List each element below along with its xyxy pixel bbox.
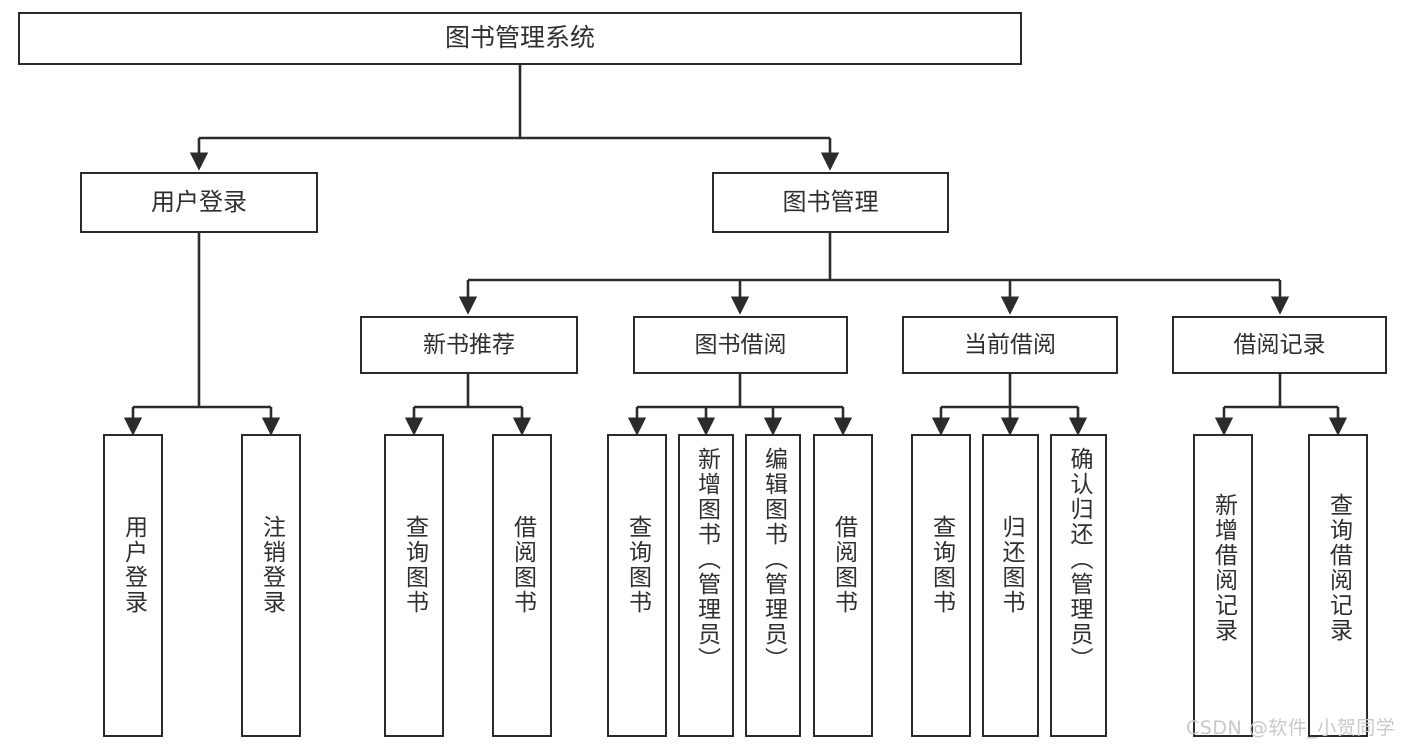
node-leaf-current-return-book-label: 归还图书 [998, 515, 1024, 615]
node-leaf-record-query-label: 查询借阅记录 [1325, 493, 1352, 643]
node-current-borrow[interactable]: 当前借阅 [902, 316, 1118, 374]
node-leaf-user-logout-label: 注销登录 [258, 515, 285, 615]
node-leaf-rec-borrow-book[interactable]: 借阅图书 [492, 434, 552, 737]
node-leaf-user-logout[interactable]: 注销登录 [241, 434, 301, 737]
node-leaf-record-add[interactable]: 新增借阅记录 [1193, 434, 1253, 737]
node-new-book-recommend[interactable]: 新书推荐 [360, 316, 578, 374]
node-leaf-borrow-edit-book-label: 编辑图书（管理员） [760, 447, 787, 672]
node-leaf-rec-query-book[interactable]: 查询图书 [384, 434, 444, 737]
node-root-label: 图书管理系统 [444, 23, 595, 53]
node-book-manage-label: 图书管理 [782, 187, 879, 216]
node-leaf-record-query[interactable]: 查询借阅记录 [1308, 434, 1368, 737]
node-leaf-rec-borrow-book-label: 借阅图书 [509, 515, 536, 615]
node-leaf-borrow-edit-book[interactable]: 编辑图书（管理员） [745, 434, 801, 737]
node-leaf-current-confirm-return[interactable]: 确认归还（管理员） [1050, 434, 1107, 737]
node-borrow-record[interactable]: 借阅记录 [1172, 316, 1387, 374]
node-leaf-user-login-label: 用户登录 [120, 515, 147, 615]
node-leaf-borrow-query-book-label: 查询图书 [624, 515, 651, 615]
node-leaf-current-confirm-return-label: 确认归还（管理员） [1066, 447, 1092, 672]
node-book-borrow[interactable]: 图书借阅 [633, 316, 848, 374]
node-leaf-borrow-query-book[interactable]: 查询图书 [607, 434, 667, 737]
node-current-borrow-label: 当前借阅 [964, 331, 1056, 358]
node-book-manage[interactable]: 图书管理 [712, 172, 949, 233]
node-leaf-current-return-book[interactable]: 归还图书 [982, 434, 1039, 737]
node-leaf-borrow-add-book[interactable]: 新增图书（管理员） [678, 434, 734, 737]
node-leaf-user-login[interactable]: 用户登录 [103, 434, 163, 737]
node-user-login[interactable]: 用户登录 [80, 172, 318, 233]
node-leaf-borrow-add-book-label: 新增图书（管理员） [693, 447, 720, 672]
node-root[interactable]: 图书管理系统 [18, 12, 1022, 65]
node-borrow-record-label: 借阅记录 [1233, 331, 1326, 358]
node-user-login-label: 用户登录 [151, 187, 247, 216]
node-leaf-borrow-borrow-book[interactable]: 借阅图书 [813, 434, 873, 737]
node-leaf-current-query-book-label: 查询图书 [928, 515, 955, 615]
node-leaf-record-add-label: 新增借阅记录 [1210, 493, 1237, 643]
csdn-watermark: CSDN @软件_小贺同学 [1186, 717, 1396, 739]
node-leaf-current-query-book[interactable]: 查询图书 [911, 434, 971, 737]
node-leaf-rec-query-book-label: 查询图书 [401, 515, 428, 615]
node-leaf-borrow-borrow-book-label: 借阅图书 [830, 515, 857, 615]
node-new-book-recommend-label: 新书推荐 [423, 331, 515, 358]
node-book-borrow-label: 图书借阅 [694, 331, 787, 358]
